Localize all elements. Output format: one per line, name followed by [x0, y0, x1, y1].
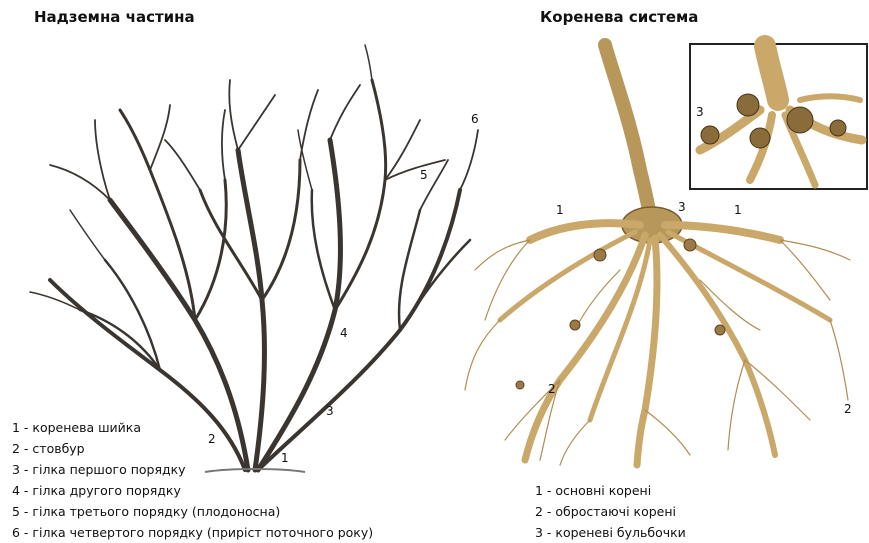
inset-callout-nodules: 3	[696, 105, 704, 119]
roots-legend-item: 2 - обростаючі корені	[535, 501, 686, 522]
bush-legend: 1 - коренева шийка 2 - стовбур 3 - гілка…	[12, 417, 373, 543]
bush-callout-4: 4	[340, 326, 348, 340]
bush-legend-item: 1 - коренева шийка	[12, 417, 373, 438]
bush-callout-3: 3	[326, 404, 334, 418]
bush-legend-item: 3 - гілка першого порядку	[12, 459, 373, 480]
roots-legend: 1 - основні корені 2 - обростаючі корені…	[535, 480, 686, 543]
roots-callout-main-left: 1	[556, 203, 564, 217]
roots-callout-main-right: 1	[734, 203, 742, 217]
bush-legend-item: 4 - гілка другого порядку	[12, 480, 373, 501]
roots-callout-fibrous-left: 2	[548, 382, 556, 396]
roots-callout-fibrous-right: 2	[844, 402, 852, 416]
bush-legend-item: 2 - стовбур	[12, 438, 373, 459]
bush-callout-6: 6	[471, 112, 479, 126]
roots-callout-nodules: 3	[678, 200, 686, 214]
bush-legend-item: 5 - гілка третього порядку (плодоносна)	[12, 501, 373, 522]
bush-callout-5: 5	[420, 168, 428, 182]
roots-legend-item: 1 - основні корені	[535, 480, 686, 501]
